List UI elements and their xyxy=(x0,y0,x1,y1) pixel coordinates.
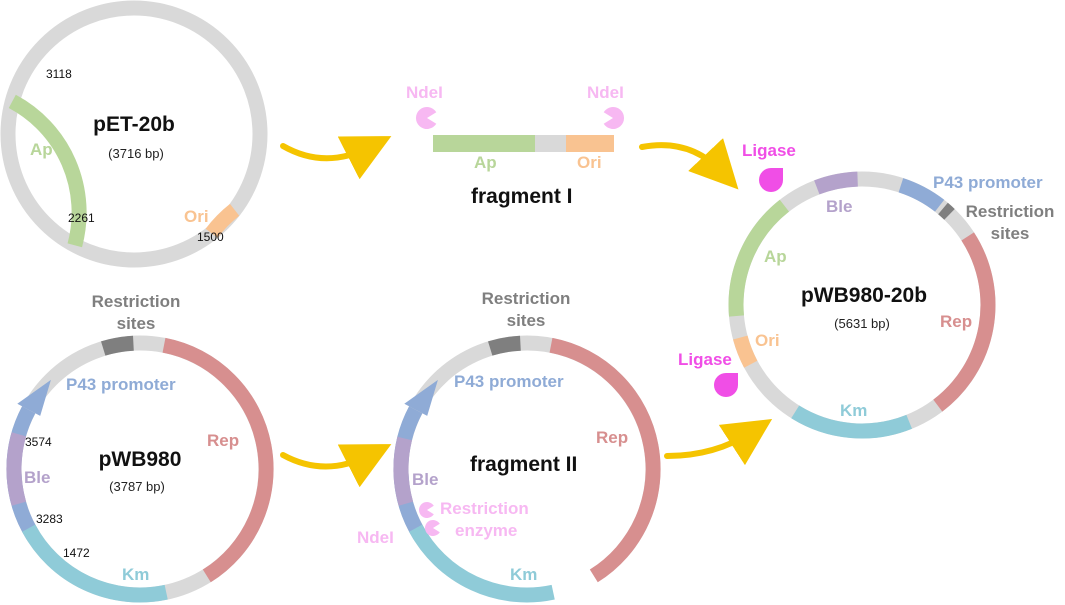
fragment2-km-segment xyxy=(409,524,555,603)
pwb98020b-km-label: Km xyxy=(840,401,867,420)
pwb98020b-ap-label: Ap xyxy=(764,247,787,266)
pwb980-km-segment xyxy=(22,524,168,603)
pwb980-rep-segment xyxy=(162,337,274,583)
pwb98020b-ori-label: Ori xyxy=(755,331,780,350)
plasmid-pwb980: pWB980 (3787 bp) Restriction sites P43 p… xyxy=(6,292,274,603)
pacman-enzyme-icon xyxy=(424,520,440,536)
fragment2-rep-label: Rep xyxy=(596,428,628,447)
pet20b-ap-segment xyxy=(8,94,87,248)
fragment2-rep-segment xyxy=(549,337,661,583)
fragment1-ori-segment xyxy=(566,135,614,152)
pwb980-position-1472: 1472 xyxy=(63,546,90,560)
drop-icon xyxy=(714,373,738,397)
pwb98020b-restriction-site xyxy=(938,202,955,220)
fragment2-ndei-label: NdeI xyxy=(357,528,394,547)
fragment2-p43-label: P43 promoter xyxy=(454,372,564,391)
fragment2-enzyme-label-line2: enzyme xyxy=(455,521,517,540)
pwb98020b-sites-label-line1: Restriction xyxy=(966,202,1055,221)
pwb98020b-title: pWB980-20b xyxy=(801,284,927,307)
pwb980-km-label: Km xyxy=(122,565,149,584)
pwb980-position-3283: 3283 xyxy=(36,512,63,526)
process-arrows xyxy=(280,136,773,488)
pwb980-ble-label: Ble xyxy=(24,468,50,487)
pacman-enzyme-icon xyxy=(418,501,434,518)
drop-icon xyxy=(759,168,783,192)
curved-arrow-icon xyxy=(280,136,392,180)
pwb98020b-p43-segment xyxy=(898,178,945,212)
pwb98020b-ori-segment xyxy=(733,335,758,368)
curved-arrow-icon xyxy=(664,418,773,466)
pwb980-sites-label-line2: sites xyxy=(117,314,156,333)
fragment1-title: fragment I xyxy=(471,185,573,208)
fragment2-sites-label-line1: Restriction xyxy=(482,289,571,308)
pwb980-restriction-site xyxy=(101,335,134,356)
fragment2-restriction-site xyxy=(488,335,521,356)
fragment1-ndei-left-label: NdeI xyxy=(406,83,443,102)
pwb980-ble-segment xyxy=(6,432,27,506)
pet20b-backbone xyxy=(0,0,268,268)
fragment2-p43-arrow-icon xyxy=(404,379,438,416)
pwb980-size: (3787 bp) xyxy=(109,479,165,494)
pwb98020b-rep-label: Rep xyxy=(940,312,972,331)
pwb98020b-sites-label-line2: sites xyxy=(991,224,1030,243)
pwb98020b-ble-label: Ble xyxy=(826,197,852,216)
pwb98020b-p43-label: P43 promoter xyxy=(933,173,1043,192)
pwb98020b-ligase-top-label: Ligase xyxy=(742,141,796,160)
pwb98020b-ble-segment xyxy=(814,171,859,195)
fragment2-enzyme-label-line1: Restriction xyxy=(440,499,529,518)
pwb98020b-ap-segment xyxy=(728,199,790,317)
fragment2-km-label: Km xyxy=(510,565,537,584)
fragment2-ble-label: Ble xyxy=(412,470,438,489)
fragment2-title: fragment II xyxy=(470,453,577,476)
pet20b-ori-segment xyxy=(205,203,240,238)
curved-arrow-icon xyxy=(639,138,739,190)
pacman-enzyme-icon xyxy=(603,107,625,129)
pet20b-size: (3716 bp) xyxy=(108,146,164,161)
fragment2-sites-label-line2: sites xyxy=(507,311,546,330)
pwb98020b-size: (5631 bp) xyxy=(834,316,890,331)
pet20b-ap-label: Ap xyxy=(30,140,53,159)
plasmid-pet20b: pET-20b (3716 bp) Ap Ori 3118 2261 1500 xyxy=(0,0,268,268)
pwb980-title: pWB980 xyxy=(99,448,182,471)
pet20b-position-2261: 2261 xyxy=(68,211,95,225)
pwb980-p43-label: P43 promoter xyxy=(66,375,176,394)
pwb980-sites-label-line1: Restriction xyxy=(92,292,181,311)
plasmid-pwb98020b: pWB980-20b (5631 bp) Ligase Ligase Ble P… xyxy=(678,141,1055,439)
fragment1-ap-segment xyxy=(433,135,535,152)
pacman-enzyme-icon xyxy=(415,107,437,129)
fragment2-ble-segment xyxy=(393,436,414,506)
fragment1-ori-label: Ori xyxy=(577,153,602,172)
pet20b-title: pET-20b xyxy=(93,113,175,136)
pet20b-position-1500: 1500 xyxy=(197,230,224,244)
pet20b-position-3118: 3118 xyxy=(46,67,72,81)
fragment1-backbone-segment xyxy=(535,135,566,152)
pwb980-rep-label: Rep xyxy=(207,431,239,450)
pwb98020b-ligase-bottom-label: Ligase xyxy=(678,350,732,369)
fragment-2: fragment II Restriction sites P43 promot… xyxy=(357,289,661,603)
pwb98020b-rep-segment xyxy=(933,232,996,412)
pwb980-position-3574: 3574 xyxy=(25,435,52,449)
pwb980-p43-arrow-icon xyxy=(17,379,51,416)
pwb98020b-km-segment xyxy=(791,405,913,439)
fragment-1: Ap Ori fragment I NdeI NdeI xyxy=(406,83,625,208)
fragment1-ndei-right-label: NdeI xyxy=(587,83,624,102)
fragment1-ap-label: Ap xyxy=(474,153,497,172)
curved-arrow-icon xyxy=(280,444,392,488)
pet20b-ori-label: Ori xyxy=(184,207,209,226)
